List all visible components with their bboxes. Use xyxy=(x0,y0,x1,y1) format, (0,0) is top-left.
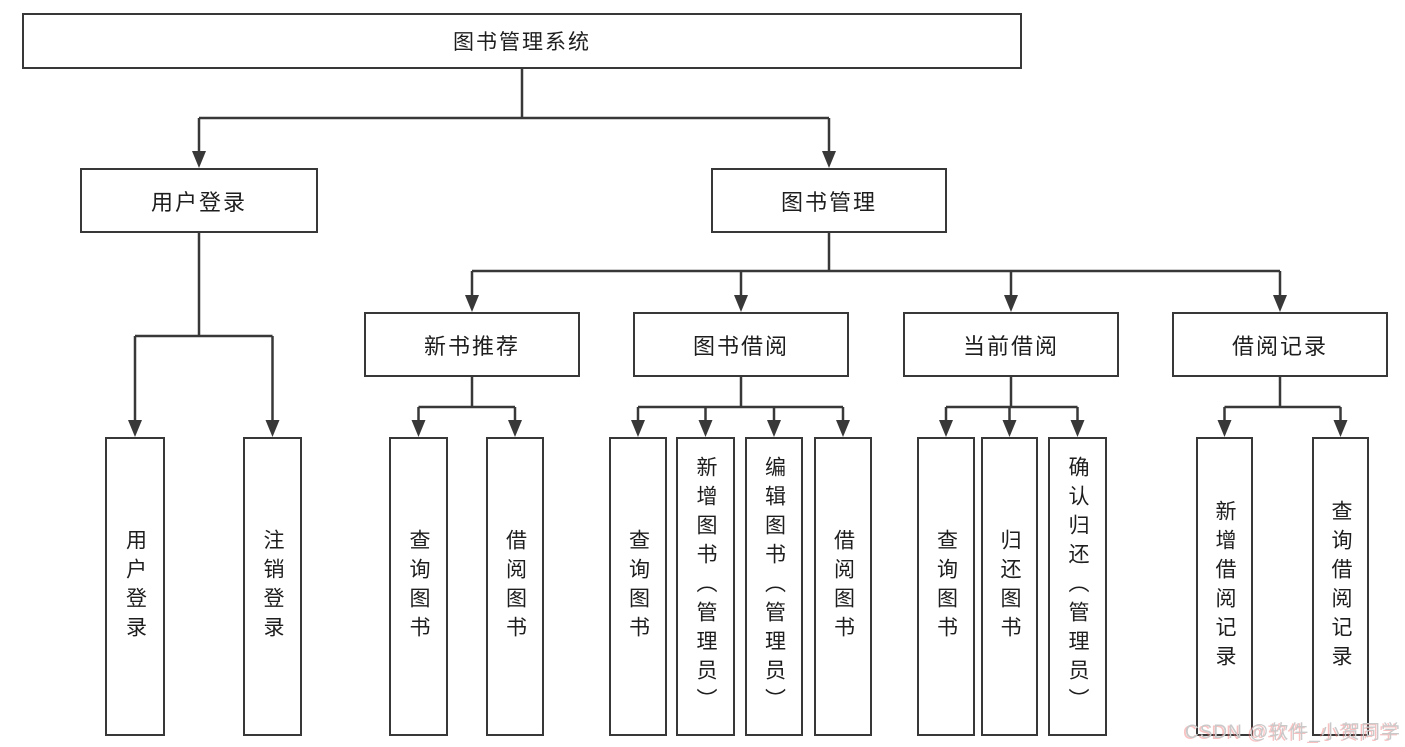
leaf-label: 确认归还（管理员） xyxy=(1066,456,1089,717)
node-label: 图书管理系统 xyxy=(453,31,591,54)
node-new-book-recommendation: 新书推荐 xyxy=(364,312,580,377)
leaf-label: 注销登录 xyxy=(261,528,284,645)
node-book-management: 图书管理 xyxy=(711,168,947,233)
leaf-label: 查询图书 xyxy=(934,528,958,645)
leaf-query-books-borrow: 查询图书 xyxy=(609,437,667,736)
leaf-label: 查询借阅记录 xyxy=(1329,499,1352,674)
node-current-borrowing: 当前借阅 xyxy=(903,312,1119,377)
connector-root-to-level2 xyxy=(197,68,831,152)
node-label: 用户登录 xyxy=(150,189,247,215)
arrowheads-current-borrow xyxy=(939,420,1085,437)
node-label: 图书管理 xyxy=(780,189,877,215)
connector-book-mgmt-to-level3 xyxy=(470,233,1282,296)
node-book-borrowing: 图书借阅 xyxy=(633,312,849,377)
leaf-label: 编辑图书（管理员） xyxy=(762,456,786,717)
csdn-watermark: CSDN @软件_小贺同学 xyxy=(1185,722,1401,743)
leaf-add-borrow-record: 新增借阅记录 xyxy=(1196,437,1253,736)
leaf-return-books: 归还图书 xyxy=(981,437,1038,736)
leaf-query-borrow-record: 查询借阅记录 xyxy=(1312,437,1369,736)
leaf-borrow-books: 借阅图书 xyxy=(814,437,872,736)
leaf-user-login: 用户登录 xyxy=(105,437,165,736)
node-borrowing-records: 借阅记录 xyxy=(1172,312,1388,377)
connector-borrow-records-to-leaves xyxy=(1223,377,1342,421)
node-label: 新书推荐 xyxy=(423,333,520,359)
leaf-label: 归还图书 xyxy=(998,528,1021,645)
leaf-label: 查询图书 xyxy=(407,528,430,645)
node-user-login: 用户登录 xyxy=(80,168,318,233)
node-library-management-system: 图书管理系统 xyxy=(22,13,1022,69)
connector-new-book-to-leaves xyxy=(417,377,517,421)
arrowheads-user-login xyxy=(128,420,280,437)
connector-user-login-to-leaves xyxy=(133,233,274,421)
arrowheads-borrow-records xyxy=(1217,420,1348,437)
leaf-add-books-admin: 新增图书（管理员） xyxy=(676,437,735,736)
node-label: 图书借阅 xyxy=(692,333,789,359)
node-label: 借阅记录 xyxy=(1231,333,1328,359)
leaf-confirm-return-admin: 确认归还（管理员） xyxy=(1048,437,1107,736)
leaf-query-books-recommend: 查询图书 xyxy=(389,437,448,736)
leaf-edit-books-admin: 编辑图书（管理员） xyxy=(745,437,803,736)
arrowheads-book-borrow xyxy=(631,420,850,437)
leaf-label: 借阅图书 xyxy=(831,528,855,645)
connector-book-borrow-to-leaves xyxy=(636,377,845,421)
arrowheads-new-book xyxy=(411,420,522,437)
leaf-label: 借阅图书 xyxy=(503,528,527,645)
arrowheads-level2 xyxy=(192,151,836,168)
leaf-logout: 注销登录 xyxy=(243,437,302,736)
arrowheads-level3 xyxy=(465,295,1287,312)
leaf-label: 查询图书 xyxy=(626,528,650,645)
leaf-label: 新增图书（管理员） xyxy=(694,456,717,717)
leaf-label: 新增借阅记录 xyxy=(1213,499,1236,674)
node-label: 当前借阅 xyxy=(962,333,1059,359)
leaf-query-books-current: 查询图书 xyxy=(917,437,975,736)
leaf-label: 用户登录 xyxy=(123,528,147,645)
connector-current-borrow-to-leaves xyxy=(944,377,1079,421)
leaf-borrow-books-recommend: 借阅图书 xyxy=(486,437,544,736)
